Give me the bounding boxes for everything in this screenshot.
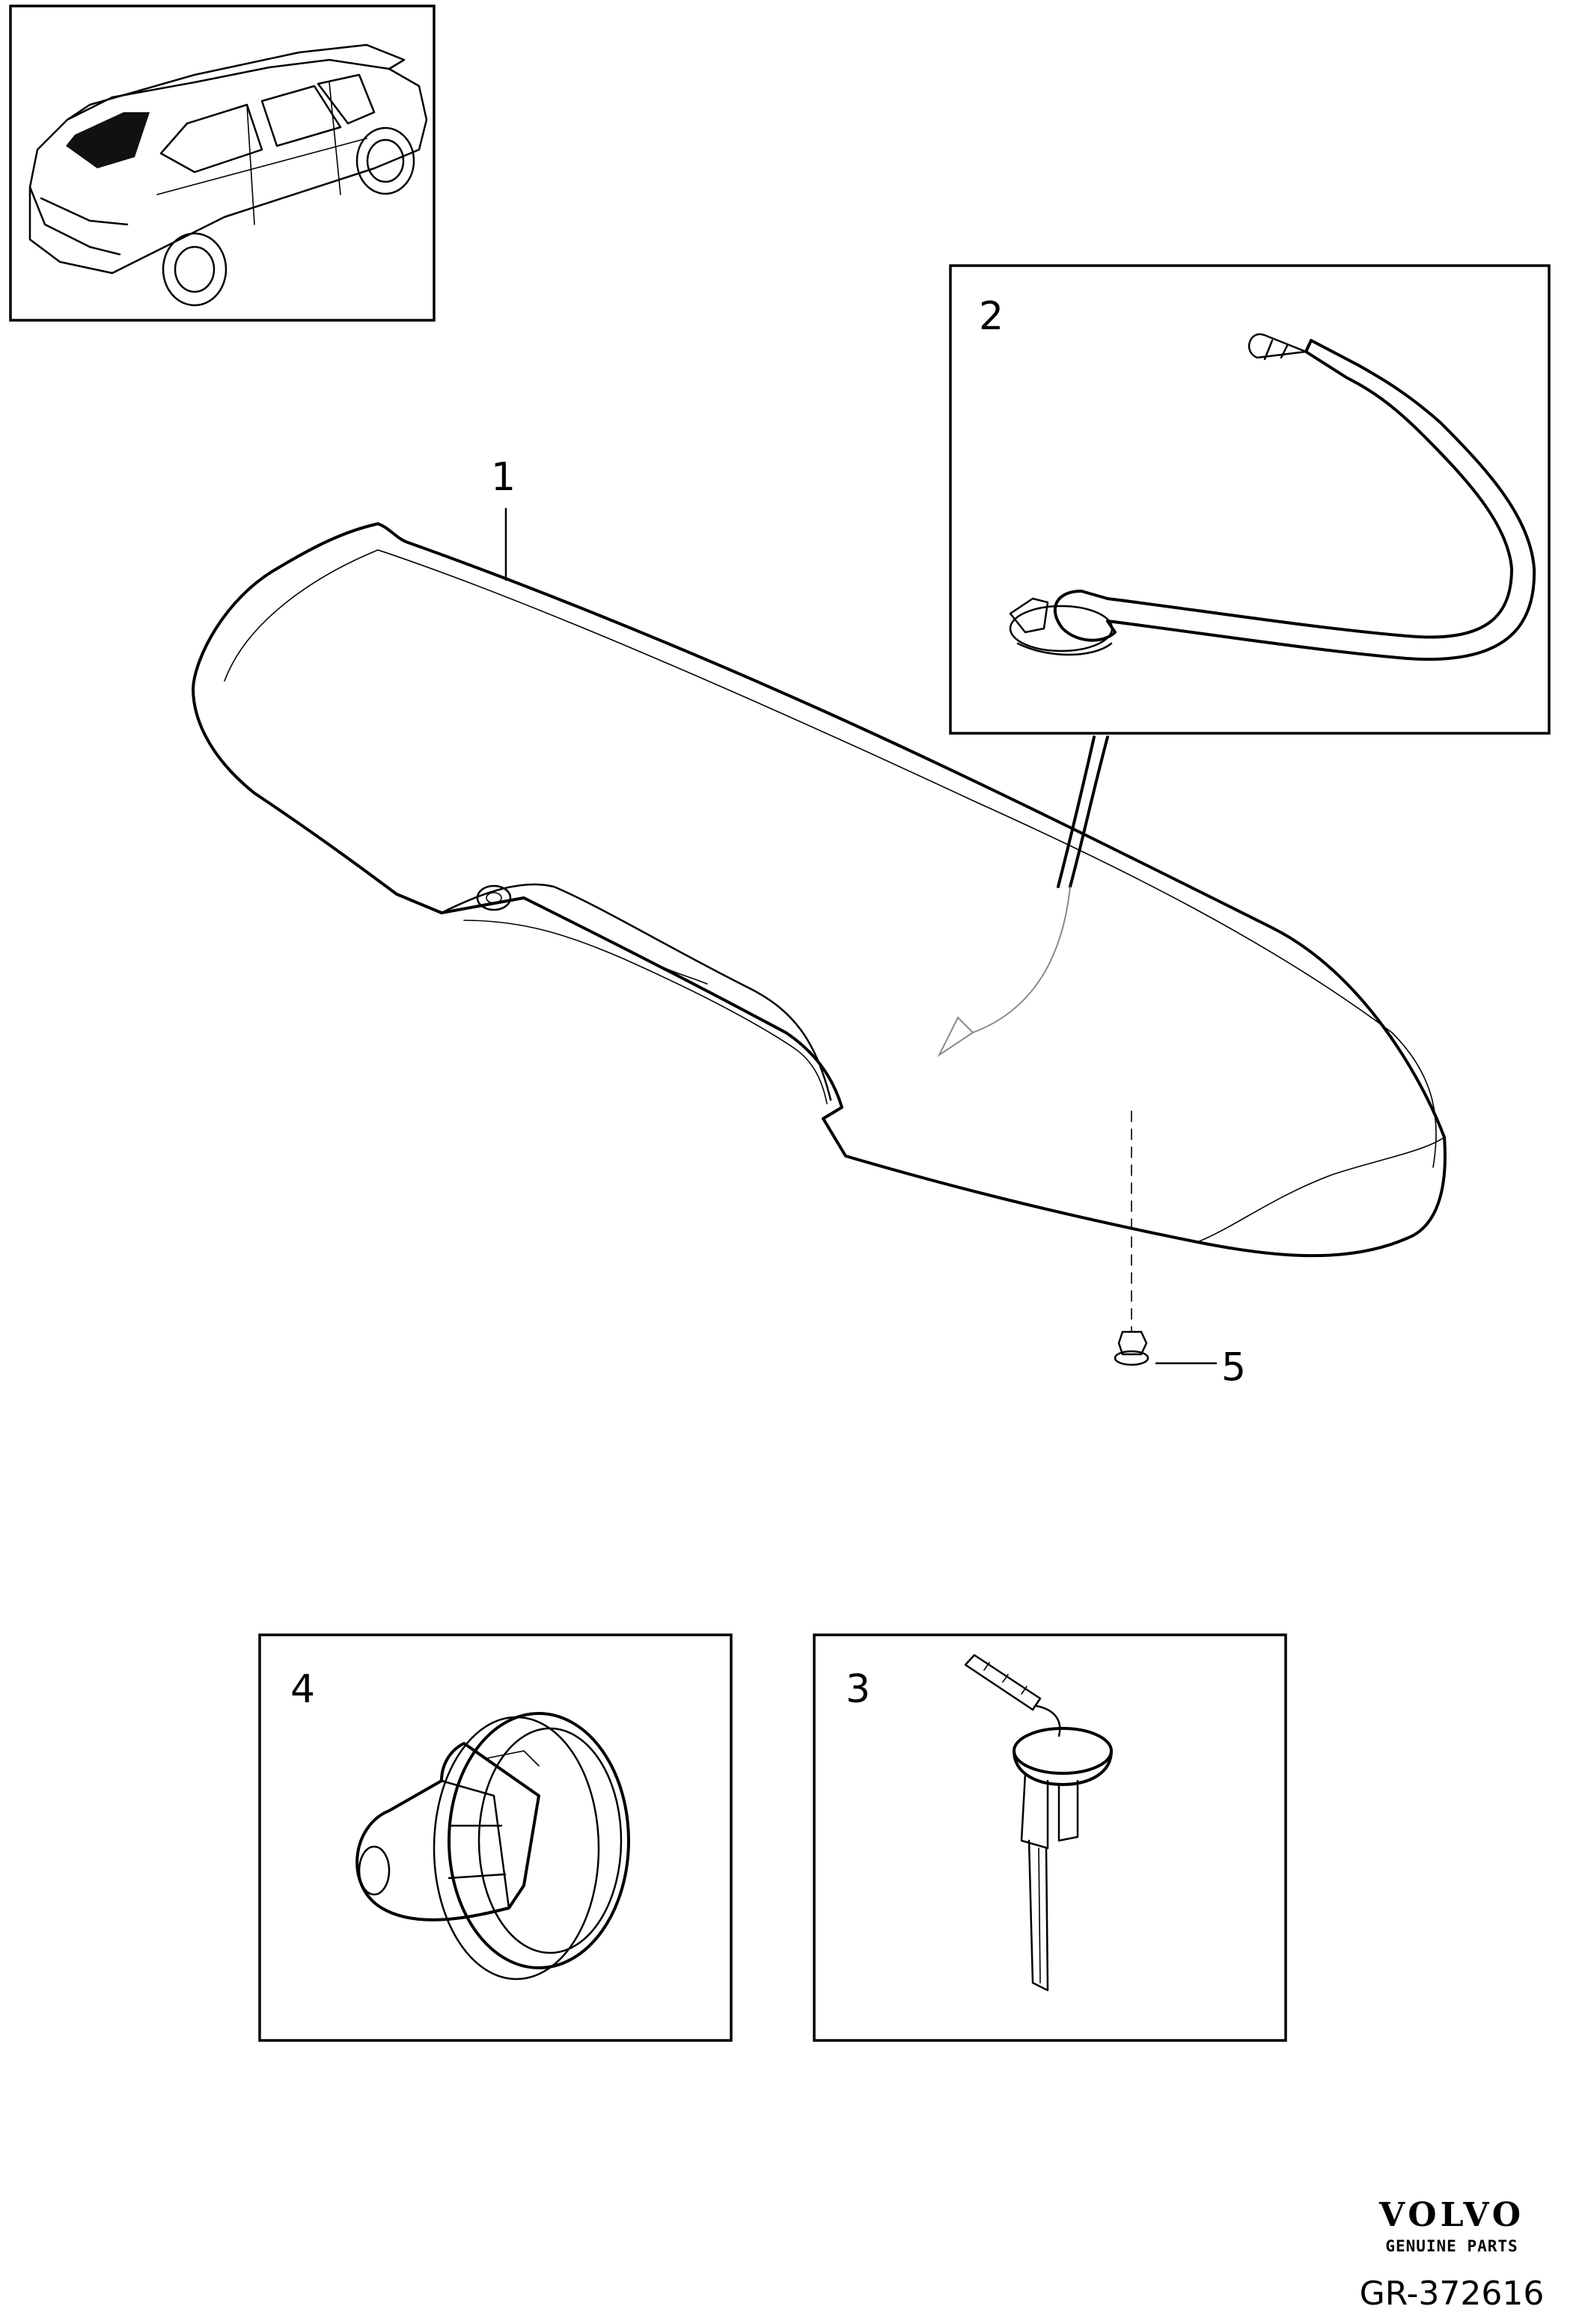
- clip-inset: 4: [258, 1633, 733, 2042]
- washer-hose: [1009, 333, 1536, 661]
- brand-logo: VOLVO: [1378, 2196, 1525, 2234]
- vehicle-locator-inset: [9, 4, 436, 322]
- rear-spoiler: 1: [192, 455, 1447, 1258]
- washer-nozzle: [964, 1654, 1113, 1992]
- hose-leader: [1069, 736, 1109, 888]
- diagram-reference: GR-372616: [1359, 2275, 1545, 2313]
- retaining-clip: [355, 1712, 630, 1981]
- brand-tagline: GENUINE PARTS: [1385, 2237, 1518, 2255]
- hose-inset: 2: [949, 264, 1551, 735]
- callout-2: 2: [979, 294, 1004, 339]
- callout-5: 5: [1221, 1345, 1246, 1390]
- callout-3: 3: [846, 1667, 870, 1712]
- car-outline: [28, 43, 428, 307]
- callout-4: 4: [290, 1667, 315, 1712]
- callout-1: 1: [491, 455, 516, 500]
- nozzle-inset: 3: [813, 1633, 1287, 2042]
- mounting-nut: 5: [1114, 1110, 1246, 1390]
